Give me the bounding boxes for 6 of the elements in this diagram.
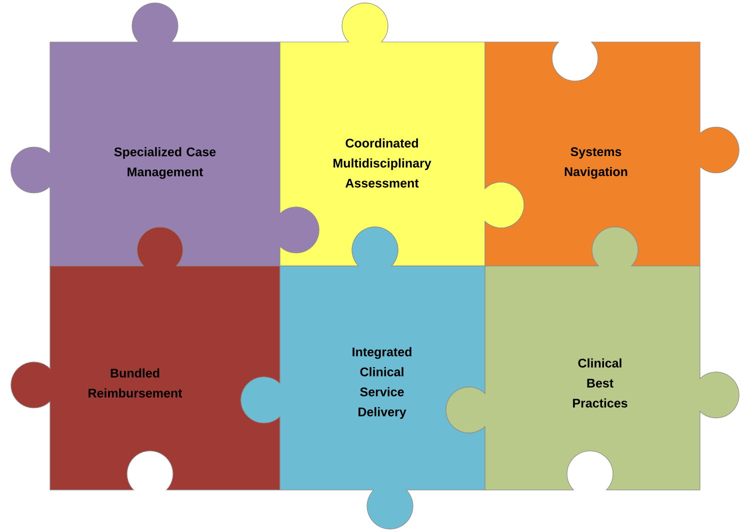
puzzle-piece: Coordinated Multidisciplinary Assessment (280, 2, 524, 266)
puzzle-piece: Integrated Clinical Service Delivery (240, 226, 486, 530)
puzzle-piece: Specialized Case Management (10, 2, 320, 266)
puzzle-piece: Bundled Reimbursement (10, 226, 280, 490)
puzzle-piece: Systems Navigation (484, 42, 740, 266)
puzzle-piece: Clinical Best Practices (446, 226, 740, 490)
